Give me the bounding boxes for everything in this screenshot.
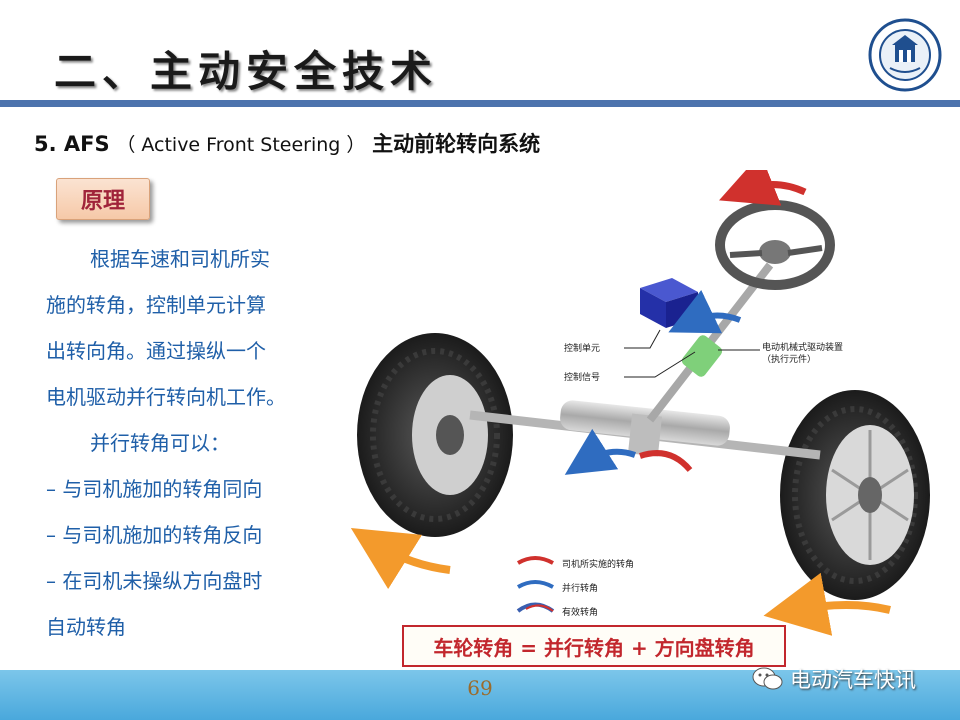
subtitle-chinese: 主动前轮转向系统 (372, 132, 541, 156)
body-line: 出转向角。通过操纵一个 (46, 339, 266, 363)
control-signal-label: 控制信号 (564, 371, 600, 383)
bullet-continuation: 自动转角 (46, 615, 126, 639)
sub-heading: 并行转角可以： (90, 431, 230, 455)
bullet-item: – 与司机施加的转角反向 (46, 523, 263, 547)
actuator-label: 电动机械式驱动装置 (762, 341, 843, 353)
steering-rack (469, 400, 821, 460)
footer-bar (0, 670, 960, 720)
wechat-icon (752, 667, 783, 690)
header-divider (0, 100, 960, 107)
watermark: 电动汽车快讯 (752, 664, 916, 694)
rack-angle-arrow-red (639, 450, 693, 473)
legend-parallel-angle: 并行转角 (562, 582, 598, 594)
page-number: 69 (467, 676, 493, 700)
left-wheel (357, 333, 513, 537)
body-line: 施的转角，控制单元计算 (46, 293, 266, 317)
actuator-sub-label: （执行元件） (762, 353, 816, 365)
body-line: 电机驱动并行转向机工作。 (46, 385, 286, 409)
bullet-item: – 在司机未操纵方向盘时 (46, 569, 263, 593)
steering-column (646, 262, 774, 423)
principle-text: 根据车速和司机所实 施的转角，控制单元计算 出转向角。通过操纵一个 电机驱动并行… (46, 236, 346, 650)
diagram-legend: 司机所实施的转角 并行转角 有效转角 (516, 556, 634, 618)
steering-wheel (715, 200, 835, 290)
body-line: 根据车速和司机所实 (90, 247, 270, 271)
control-unit-label: 控制单元 (564, 342, 600, 354)
right-wheel (780, 390, 930, 600)
slide-header: 二、主动安全技术 (0, 0, 960, 100)
parallel-angle-arrow (668, 289, 742, 334)
left-wheel-arrow (350, 528, 451, 590)
legend-effective-angle: 有效转角 (562, 606, 598, 618)
university-logo (868, 18, 942, 92)
rack-angle-arrow-blue (564, 428, 637, 475)
section-subtitle: 5. AFS （ Active Front Steering ） 主动前轮转向系… (34, 128, 540, 158)
principle-label: 原理 (56, 178, 150, 220)
formula-box: 车轮转角 = 并行转角 + 方向盘转角 (402, 625, 786, 667)
slide-title: 二、主动安全技术 (54, 47, 439, 96)
bullet-item: – 与司机施加的转角同向 (46, 477, 263, 501)
subtitle-number: 5. AFS (34, 132, 110, 156)
right-wheel-arrow (763, 572, 891, 636)
legend-driver-angle: 司机所实施的转角 (562, 558, 634, 570)
afs-diagram: 控制单元 控制信号 电动机械式驱动装置 （执行元件） 司机所实施的转角 并行转角… (350, 170, 930, 636)
driver-angle-arrow (718, 170, 807, 206)
subtitle-english: （ Active Front Steering ） (116, 134, 366, 156)
watermark-text: 电动汽车快讯 (790, 668, 916, 692)
